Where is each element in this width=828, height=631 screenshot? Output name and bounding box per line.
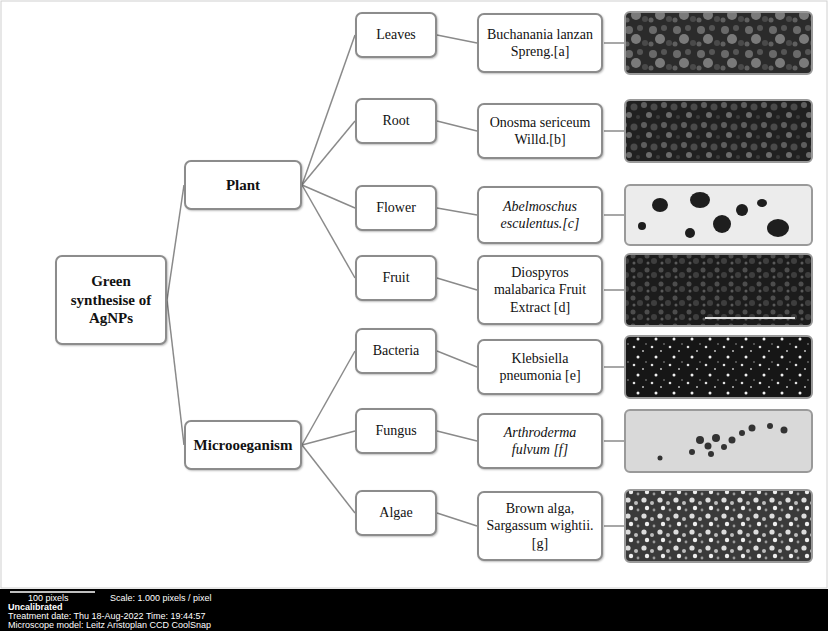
particle bbox=[652, 198, 668, 212]
group-box: Plant bbox=[184, 160, 302, 210]
source-box: Brown alga, Sargassum wightii. [g] bbox=[477, 491, 603, 561]
part-box: Flower bbox=[355, 185, 437, 231]
particle bbox=[721, 444, 727, 450]
leader-lines bbox=[604, 43, 625, 526]
group-box: Microoeganism bbox=[184, 420, 302, 470]
source-box: Diospyros malabarica Fruit Extract [d] bbox=[477, 255, 603, 325]
particles bbox=[658, 423, 788, 461]
node-text: Brown alga, Sargassum wightii. [g] bbox=[485, 500, 595, 553]
particle bbox=[708, 451, 714, 457]
particle bbox=[712, 434, 720, 442]
connector bbox=[302, 431, 355, 445]
leader-line bbox=[604, 130, 625, 132]
source-box: Onosma sericeum Willd.[b] bbox=[477, 103, 603, 159]
node-text: Onosma sericeum Willd.[b] bbox=[485, 114, 595, 149]
part-box: Leaves bbox=[355, 12, 437, 58]
particle bbox=[696, 436, 704, 444]
node-text: Fruit bbox=[363, 269, 429, 287]
node-text: Plant bbox=[192, 176, 294, 195]
frame bbox=[1, 1, 827, 588]
node-text: Arthroderma fulvum [f] bbox=[485, 424, 595, 459]
node-text: Abelmoschus esculentus.[c] bbox=[485, 198, 595, 233]
leader-line bbox=[604, 42, 625, 44]
leader-line bbox=[604, 440, 625, 442]
part-box: Root bbox=[355, 98, 437, 144]
scale-bar bbox=[705, 317, 795, 319]
micrograph bbox=[625, 12, 812, 74]
source-box: Arthroderma fulvum [f] bbox=[477, 413, 603, 469]
leader-line bbox=[604, 214, 625, 216]
particle bbox=[658, 456, 663, 461]
info-text: Treatment date: Thu 18-Aug-2022 Time: 19… bbox=[8, 612, 206, 621]
connector bbox=[437, 351, 477, 367]
connector bbox=[302, 185, 355, 208]
connector bbox=[437, 121, 477, 131]
info-text: Microscope model: Leitz Aristoplan CCD C… bbox=[8, 621, 211, 630]
node-text: Buchanania lanzan Spreng.[a] bbox=[485, 26, 595, 61]
particle bbox=[757, 199, 767, 207]
particle bbox=[638, 222, 646, 230]
connector bbox=[437, 278, 477, 290]
node-text: Algae bbox=[363, 504, 429, 522]
info-bar bbox=[0, 589, 828, 631]
topic-box: Green synthesise of AgNPs bbox=[55, 255, 167, 345]
particle bbox=[781, 427, 788, 434]
scale-text: Scale: 1.000 pixels / pixel bbox=[110, 594, 212, 603]
connector bbox=[437, 513, 477, 526]
connector bbox=[437, 431, 477, 441]
particle bbox=[767, 219, 789, 237]
micrograph bbox=[625, 185, 812, 245]
connector bbox=[302, 185, 355, 278]
node-text: Flower bbox=[363, 199, 429, 217]
micrograph bbox=[625, 336, 812, 398]
part-box: Bacteria bbox=[355, 328, 437, 374]
connector bbox=[167, 185, 184, 300]
micrograph bbox=[625, 100, 812, 162]
micrograph bbox=[625, 410, 812, 472]
particle bbox=[705, 443, 712, 450]
connector bbox=[167, 300, 184, 445]
particle bbox=[689, 449, 695, 455]
node-text: Root bbox=[363, 112, 429, 130]
leader-line bbox=[604, 289, 625, 291]
connector bbox=[302, 445, 355, 513]
connector bbox=[302, 35, 355, 185]
leader-line bbox=[604, 366, 625, 368]
node-text: Leaves bbox=[363, 26, 429, 44]
particle bbox=[767, 423, 773, 429]
leader-line bbox=[604, 525, 625, 527]
particle bbox=[729, 437, 736, 444]
node-text: Fungus bbox=[363, 422, 429, 440]
particle bbox=[739, 430, 745, 436]
source-box: Klebsiella pneumonia [e] bbox=[477, 339, 603, 395]
particles bbox=[638, 192, 789, 238]
source-box: Buchanania lanzan Spreng.[a] bbox=[477, 13, 603, 73]
node-text: Diospyros malabarica Fruit Extract [d] bbox=[485, 264, 595, 317]
particle bbox=[713, 215, 731, 233]
particle bbox=[736, 204, 748, 216]
part-box: Algae bbox=[355, 490, 437, 536]
particle bbox=[685, 228, 695, 238]
node-text: Green synthesise of AgNPs bbox=[63, 272, 159, 328]
particle bbox=[749, 425, 756, 432]
scale-bar bbox=[10, 591, 95, 593]
node-text: Klebsiella pneumonia [e] bbox=[485, 350, 595, 385]
particle bbox=[690, 192, 710, 208]
connector bbox=[302, 121, 355, 185]
connector bbox=[437, 208, 477, 215]
part-box: Fungus bbox=[355, 408, 437, 454]
node-text: Bacteria bbox=[363, 342, 429, 360]
micrograph bbox=[625, 254, 812, 326]
part-box: Fruit bbox=[355, 255, 437, 301]
source-box: Abelmoschus esculentus.[c] bbox=[477, 186, 603, 244]
connector bbox=[437, 35, 477, 43]
info-text: Uncalibrated bbox=[8, 603, 63, 612]
connector bbox=[302, 351, 355, 445]
node-text: Microoeganism bbox=[192, 436, 294, 455]
micrograph bbox=[625, 490, 812, 562]
scale-text: 100 pixels bbox=[28, 594, 69, 603]
